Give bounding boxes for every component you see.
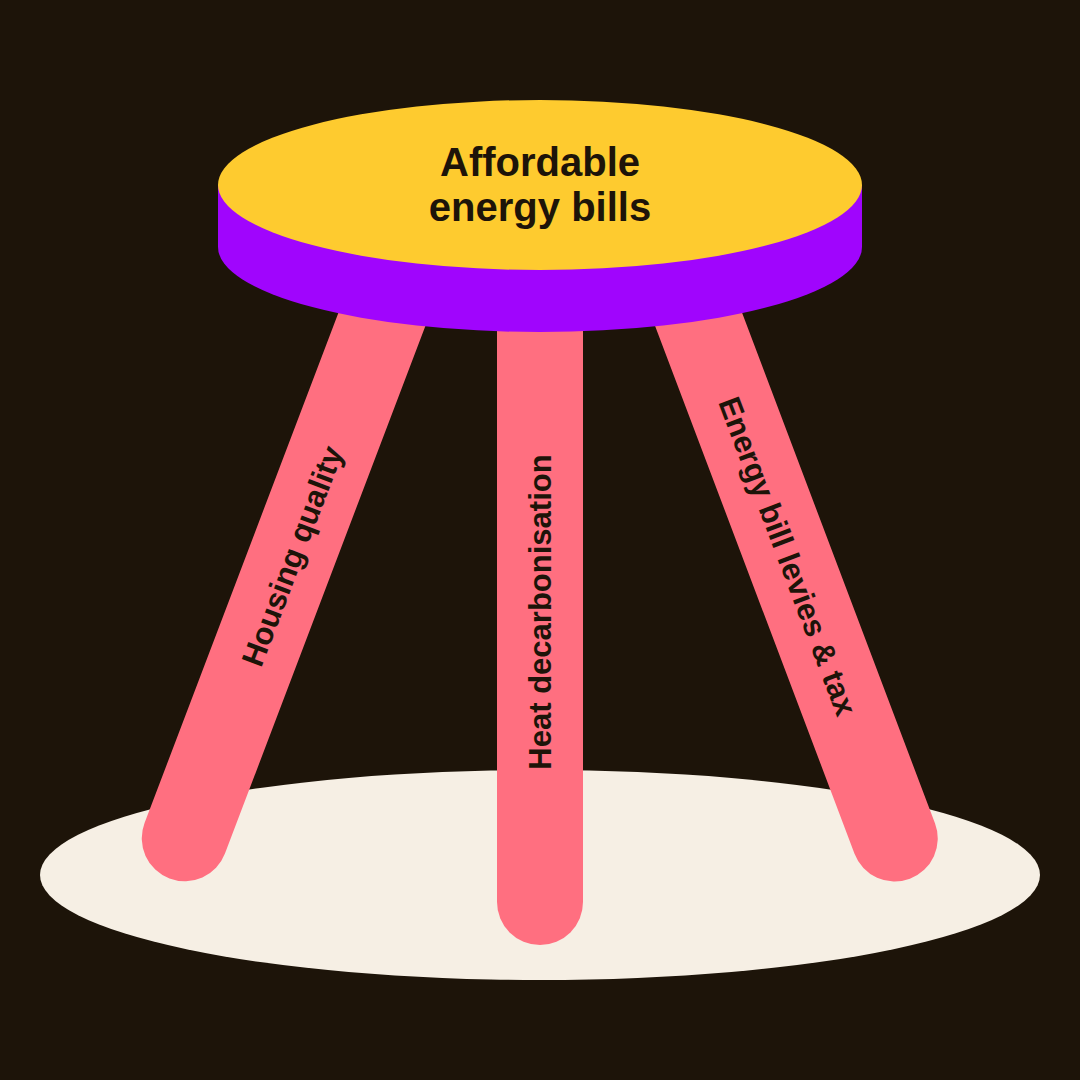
stool-seat: Affordable energy bills: [218, 100, 862, 335]
seat-top: [218, 100, 862, 270]
leg-label: Heat decarbonisation: [525, 454, 556, 769]
seat-label: Affordable energy bills: [390, 140, 690, 230]
leg-label: Housing quality: [236, 442, 348, 670]
leg-label: Energy bill levies & tax: [714, 393, 862, 720]
stool-leg: Heat decarbonisation: [497, 279, 583, 945]
